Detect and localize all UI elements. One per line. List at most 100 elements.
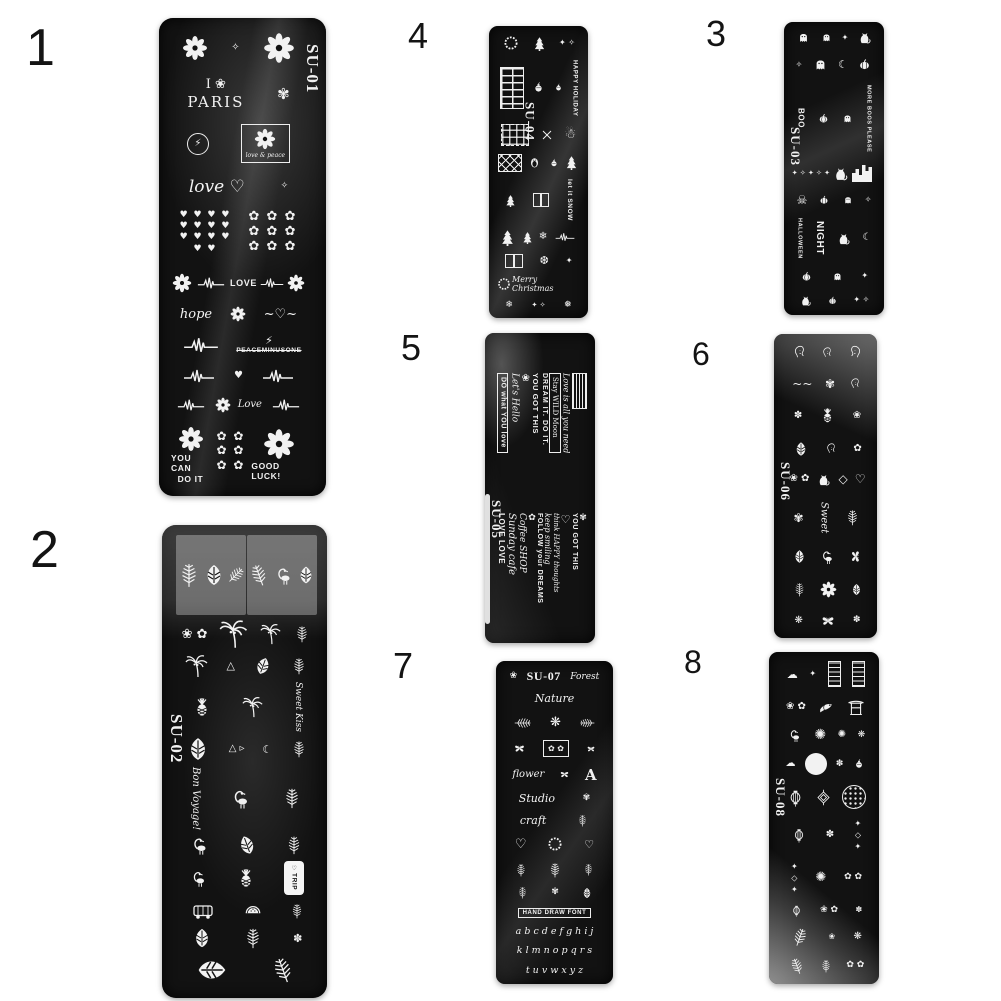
fern-icon xyxy=(249,563,270,588)
motif-row: ✽ ✦ ◇ ✦ xyxy=(781,819,871,851)
heartbeat-icon xyxy=(261,368,294,383)
snowflake-icon: ❄ xyxy=(505,299,513,310)
tassel-ornament-icon: ✦ ◇ ✦ xyxy=(789,861,799,894)
butterfly-icon xyxy=(515,745,525,753)
monstera-leaf-icon xyxy=(190,737,206,761)
full-moon-icon xyxy=(804,753,827,776)
phrase-stay-wild-moon: Stay WILD Moon xyxy=(548,372,561,454)
forest-script-text: Forest xyxy=(570,671,600,682)
daisy-icon xyxy=(287,273,306,292)
phrase-think-happy: think HAPPY thoughts xyxy=(552,512,560,593)
penguin-icon xyxy=(531,158,539,168)
item-number-3: 3 xyxy=(706,13,727,54)
daisy-icon xyxy=(171,272,192,293)
heart-wreath-icon: ♡ xyxy=(514,836,527,852)
hand-draw-font-label: HAND DRAW FONT xyxy=(517,907,592,918)
motif-row: YOU CAN DO IT ✿ ✿ ✿ ✿ ✿ ✿ GOOD LUCK! xyxy=(171,425,306,484)
pumpkin-icon xyxy=(802,271,811,281)
stars-icon: ✦ ✧ xyxy=(531,300,546,309)
line-face-icon xyxy=(823,346,831,357)
bauble-icon xyxy=(556,83,562,92)
palm-tree-icon xyxy=(185,654,208,678)
leaf-icon xyxy=(795,550,804,564)
motif-row: ❋ ✽ xyxy=(786,613,869,629)
motif-row: I ❀ PARIS ✾ xyxy=(171,77,306,111)
pumpkin-icon xyxy=(819,113,828,123)
motif-row: ✦ ◇ ✦ ✺ ✿ ✿ xyxy=(781,862,871,894)
sweet-kiss-text: Sweet Kiss xyxy=(292,682,303,732)
plate-code-su-03: SU-03 xyxy=(788,127,803,167)
lightning-circle-icon: ⚡ xyxy=(186,132,209,155)
butterfly-icon xyxy=(587,746,595,752)
you-can-text: YOU CAN xyxy=(171,452,192,473)
happy-holiday-text: HAPPY HOLIDAY xyxy=(571,59,578,117)
ghost-icon xyxy=(844,115,851,122)
bamboo-leaves-icon xyxy=(789,956,805,976)
heartbeat-icon xyxy=(197,277,225,289)
motif-row: ❆ ✦ xyxy=(496,253,581,268)
snowflake-icon: ❅ xyxy=(564,299,572,310)
paris-text: PARIS xyxy=(187,93,245,112)
petal-icon: ✽ xyxy=(855,905,863,915)
cloud-icon: ☁ xyxy=(785,758,796,770)
plum-blossom-icon: ❀ ✿ xyxy=(786,701,806,713)
motif-row: △ xyxy=(176,654,317,678)
phrase-coffee-shop: Coffee SHOP xyxy=(517,512,527,573)
leaf-icon xyxy=(796,441,806,456)
hearts-confetti-patch: ♥ ♥ ♥ ♥ ♥ ♥ ♥ ♥ ♥ ♥ ♥ ♥ ♥ ♥ xyxy=(179,209,231,254)
motif-row: ❀ ✿ xyxy=(781,697,871,717)
motif-row: ✦ xyxy=(791,270,877,283)
ghost-icon xyxy=(799,33,807,42)
motif-row: ❄ xyxy=(496,229,581,246)
motif-row: ✦ ✧ ✦ ✧ ✦ xyxy=(791,163,877,183)
motif-row: HAND DRAW FONT xyxy=(505,907,604,918)
snowflake-icon: ❆ xyxy=(539,254,549,268)
ghost-icon xyxy=(834,273,841,280)
phrase-do-what-you-love: DO what YOU love xyxy=(497,372,509,454)
willow-branch-icon xyxy=(791,926,809,948)
motif-row: ☃ xyxy=(496,123,581,146)
heartbeat-icon xyxy=(260,277,284,288)
trip-luggage-tag: ♡ TRIP xyxy=(284,860,305,895)
bon-voyage-text: Bon Voyage! xyxy=(190,766,201,830)
phrase-love-is-all: Love is all you need xyxy=(561,372,571,454)
firework-icon: ✺ xyxy=(814,727,827,744)
dragonfly-icon xyxy=(851,551,860,563)
motif-row: ✦ xyxy=(791,30,877,45)
motif-row: ⚡ PEACEMINUSONE xyxy=(171,335,306,354)
plate-su-04: SU-04 ✦ ✧ HAPPY HOLIDAY ☃ xyxy=(489,26,588,318)
phrase-you-got-this-2: YOU GOT THIS xyxy=(571,512,578,571)
plate-su-02: SU-02 ❀ ✿ xyxy=(162,525,327,998)
christmas-tree-icon xyxy=(534,36,545,51)
christmas-tree-icon xyxy=(523,232,532,244)
pumpkin-icon xyxy=(859,59,870,70)
peaceminusone-text: PEACEMINUSONE xyxy=(236,347,302,355)
gift-box-icon xyxy=(533,193,550,208)
palm-leaves-patch xyxy=(176,535,247,615)
daisy-icon: ✿ xyxy=(527,512,537,523)
motif-row xyxy=(176,535,317,615)
motif-row: ✧ xyxy=(171,32,306,64)
plate-code-su-05: SU-05 xyxy=(489,500,504,540)
daisy-icon: ✿ xyxy=(853,442,862,454)
motif-row: LOVE xyxy=(171,272,306,293)
bamboo-leaves-icon xyxy=(822,959,830,973)
ghost-icon xyxy=(844,197,851,204)
motif-row: ✦ ✧ xyxy=(496,34,581,52)
motif-row: ✺ ✺ ❋ xyxy=(781,727,871,743)
monogram-a-text: A xyxy=(584,765,597,784)
flamingo-line-icon xyxy=(823,551,833,565)
motif-row: ✾ Sweet xyxy=(786,502,869,533)
fern-icon xyxy=(297,626,308,644)
phrase-follow-your-dreams: FOLLOW your DREAMS xyxy=(536,512,543,604)
plaid-patch xyxy=(500,123,529,146)
script-alphabet-line-1: a b c d e f g h i j xyxy=(515,925,594,937)
wreath-icon xyxy=(498,278,510,291)
heartbeat-icon xyxy=(183,368,216,383)
plate-su-01-designs: ✧ I ❀ PARIS ✾ ⚡ love & peace love ♡ ✧ xyxy=(159,18,326,496)
fern-icon xyxy=(182,563,197,588)
crane-icon xyxy=(790,730,800,743)
merry-christmas-text: Merry Christmas xyxy=(512,275,554,294)
city-skyline-icon xyxy=(852,165,873,183)
star-icon: ✧ xyxy=(795,59,803,69)
